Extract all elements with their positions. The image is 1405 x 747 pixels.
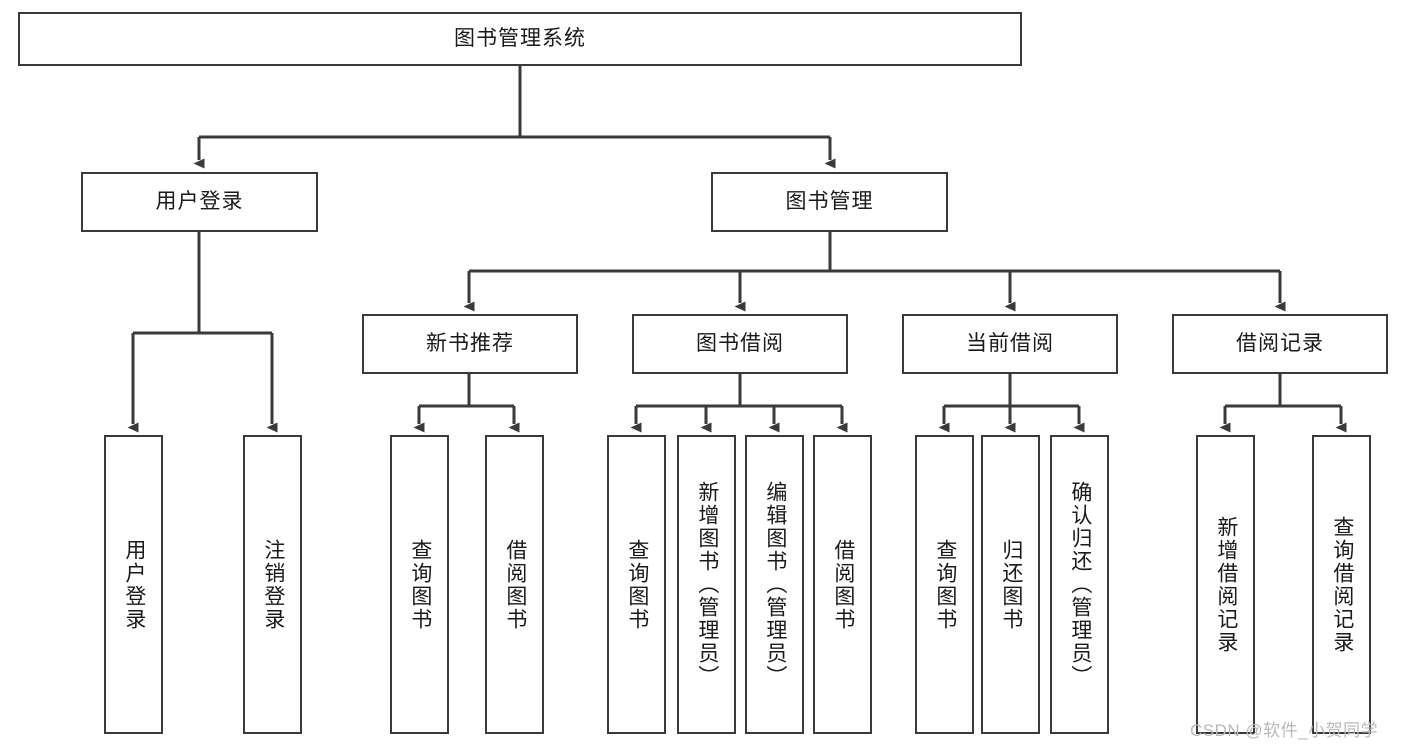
node-leaf-query-book-1-label: 查询图书	[408, 538, 432, 631]
node-leaf-query-record-label: 查询借阅记录	[1330, 515, 1354, 654]
node-user-login[interactable]: 用户登录	[81, 172, 318, 232]
node-book-borrow-label: 图书借阅	[696, 332, 784, 356]
node-current-borrow[interactable]: 当前借阅	[902, 314, 1118, 374]
node-book-manage-label: 图书管理	[785, 190, 874, 214]
node-leaf-query-book-1[interactable]: 查询图书	[390, 435, 449, 734]
node-leaf-query-book-2[interactable]: 查询图书	[607, 435, 666, 734]
node-leaf-user-login[interactable]: 用户登录	[104, 435, 163, 734]
node-leaf-logout-login-label: 注销登录	[261, 538, 285, 631]
node-root[interactable]: 图书管理系统	[18, 12, 1022, 66]
node-book-manage[interactable]: 图书管理	[711, 172, 948, 232]
node-leaf-add-book[interactable]: 新增图书（管理员）	[677, 435, 736, 734]
node-leaf-add-record[interactable]: 新增借阅记录	[1196, 435, 1255, 734]
node-leaf-return-book[interactable]: 归还图书	[981, 435, 1040, 734]
node-leaf-query-book-3-label: 查询图书	[933, 538, 957, 631]
node-leaf-borrow-book-1[interactable]: 借阅图书	[485, 435, 544, 734]
node-leaf-return-book-label: 归还图书	[999, 538, 1023, 631]
node-leaf-confirm-return-label: 确认归还（管理员）	[1068, 481, 1092, 688]
node-leaf-query-book-3[interactable]: 查询图书	[915, 435, 974, 734]
node-leaf-borrow-book-2[interactable]: 借阅图书	[813, 435, 872, 734]
node-borrow-record[interactable]: 借阅记录	[1172, 314, 1388, 374]
node-user-login-label: 用户登录	[155, 190, 244, 214]
node-leaf-add-book-label: 新增图书（管理员）	[695, 481, 719, 688]
node-new-book-recommend-label: 新书推荐	[426, 332, 514, 356]
node-leaf-edit-book-label: 编辑图书（管理员）	[763, 481, 787, 688]
node-leaf-borrow-book-1-label: 借阅图书	[503, 538, 527, 631]
node-leaf-borrow-book-2-label: 借阅图书	[831, 538, 855, 631]
node-leaf-query-record[interactable]: 查询借阅记录	[1312, 435, 1371, 734]
node-root-label: 图书管理系统	[454, 27, 586, 51]
node-borrow-record-label: 借阅记录	[1236, 332, 1324, 356]
node-new-book-recommend[interactable]: 新书推荐	[362, 314, 578, 374]
node-leaf-add-record-label: 新增借阅记录	[1214, 515, 1238, 654]
node-leaf-confirm-return[interactable]: 确认归还（管理员）	[1050, 435, 1109, 734]
node-book-borrow[interactable]: 图书借阅	[632, 314, 848, 374]
node-leaf-logout-login[interactable]: 注销登录	[243, 435, 302, 734]
node-leaf-user-login-label: 用户登录	[122, 538, 146, 631]
watermark: CSDN @软件_小贺同学	[1190, 721, 1379, 740]
node-leaf-query-book-2-label: 查询图书	[625, 538, 649, 631]
node-leaf-edit-book[interactable]: 编辑图书（管理员）	[745, 435, 804, 734]
node-current-borrow-label: 当前借阅	[966, 332, 1054, 356]
